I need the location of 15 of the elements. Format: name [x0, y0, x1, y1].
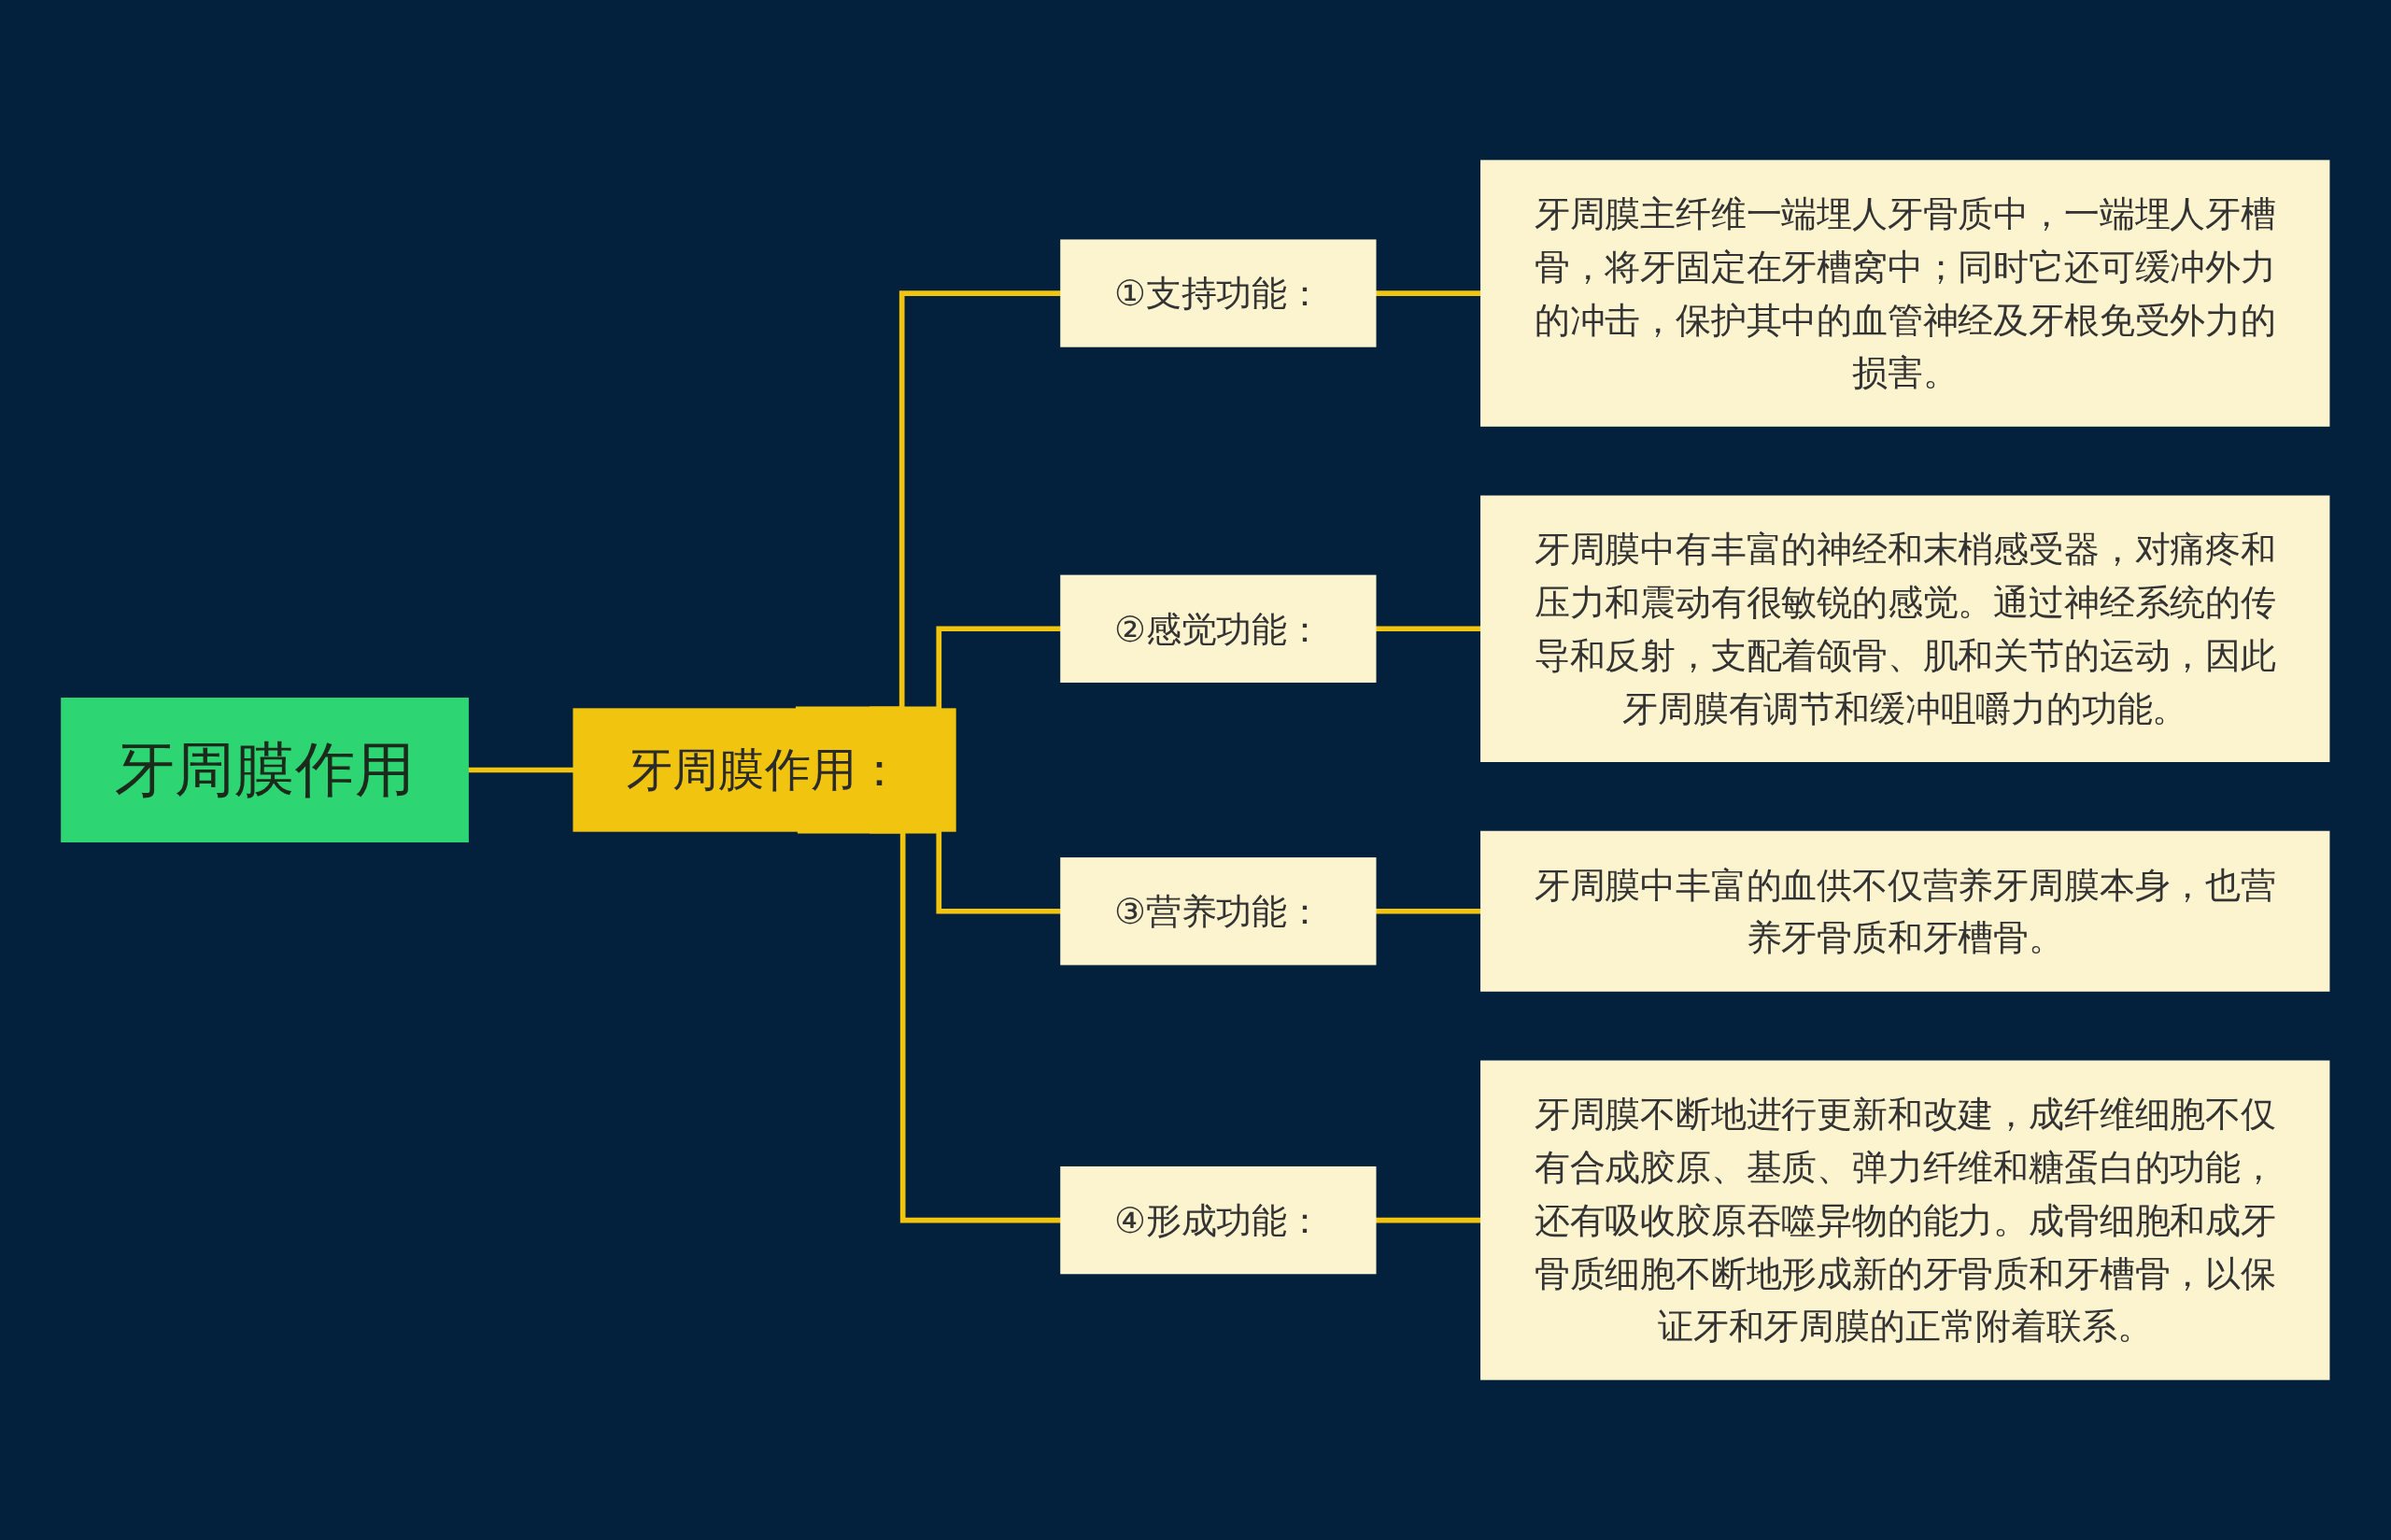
connector	[1375, 1217, 1482, 1223]
node-box: 牙周膜作用	[61, 698, 470, 842]
node-box: ④形成功能：	[1060, 1166, 1377, 1275]
connector	[1375, 908, 1482, 914]
node-box: ②感觉功能：	[1060, 574, 1377, 683]
node-box: ③营养功能：	[1060, 857, 1377, 966]
node-box: 牙周膜作用：	[573, 708, 956, 832]
connector	[468, 767, 574, 773]
node-box: 牙周膜中有丰富的神经和末梢感受器，对痛疼和压力和震动有很敏锐的感觉。通过神经系统的传导和反射，支配着颌骨、肌和关节的运动，因此牙周膜有调节和缓冲咀嚼力的功能。	[1480, 495, 2330, 762]
node-box: 牙周膜主纤维一端埋人牙骨质中，一端埋人牙槽骨，将牙固定在牙槽窝中；同时它还可缓冲外力的冲击，保护其中的血管神经及牙根免受外力的损害。	[1480, 160, 2330, 427]
node-box: ①支持功能：	[1060, 239, 1377, 347]
connector	[1375, 626, 1482, 632]
node-box: 牙周膜不断地进行更新和改建，成纤维细胞不仅有合成胶原、基质、弹力纤维和糖蛋白的功能，还有吸收胶原吞噬异物的能力。成骨细胞和成牙骨质细胞不断地形成新的牙骨质和牙槽骨，以保证牙和牙周膜的正常附着联系。	[1480, 1060, 2330, 1380]
node-box: 牙周膜中丰富的血供不仅营养牙周膜本身，也营养牙骨质和牙槽骨。	[1480, 830, 2330, 992]
connector	[1375, 290, 1482, 296]
